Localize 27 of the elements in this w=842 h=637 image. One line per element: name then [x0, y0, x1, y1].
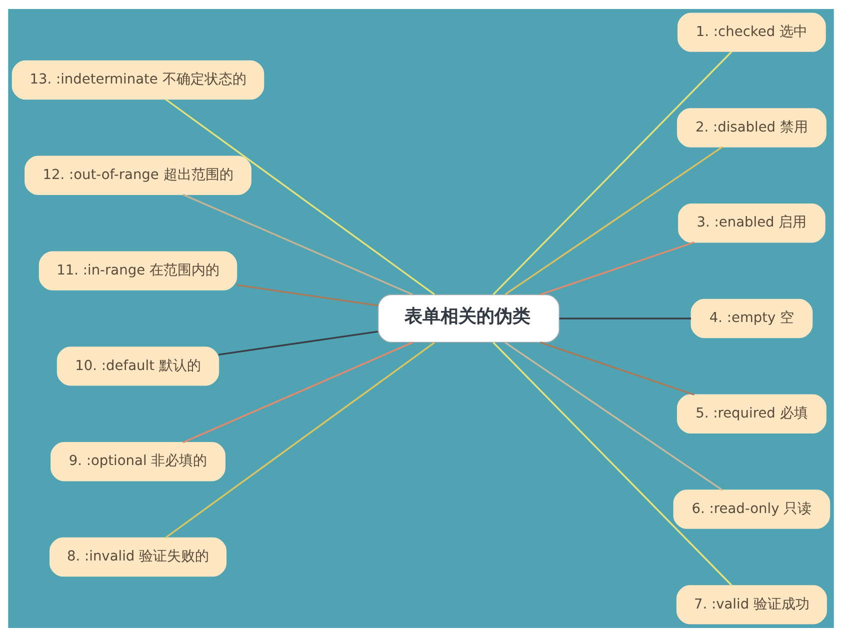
- node-box: 8. :invalid 验证失败的: [50, 537, 226, 577]
- node-box: 7. :valid 验证成功: [676, 585, 827, 624]
- connector: [540, 241, 694, 296]
- node-box: 5. :required 必填: [676, 394, 826, 434]
- connector: [164, 98, 435, 296]
- connector: [182, 342, 414, 444]
- connector: [559, 318, 692, 320]
- connector: [236, 284, 378, 306]
- node-box: 表单相关的伪类: [378, 294, 560, 343]
- connector: [492, 342, 732, 586]
- connector: [182, 194, 414, 296]
- node-box: 6. :read-only 只读: [673, 490, 830, 529]
- node-box: 10. :default 默认的: [56, 346, 220, 386]
- node-box: 12. :out-of-range 超出范围的: [24, 156, 252, 196]
- node-box: 1. :checked 选中: [678, 12, 826, 52]
- connector: [218, 330, 378, 356]
- node-box: 11. :in-range 在范围内的: [38, 251, 238, 290]
- node-box: 2. :disabled 禁用: [676, 108, 826, 148]
- connector: [164, 342, 435, 539]
- connector: [492, 51, 732, 296]
- node-box: 4. :empty 空: [690, 298, 813, 338]
- connector: [504, 342, 723, 491]
- connector: [540, 342, 694, 396]
- connector: [504, 146, 723, 296]
- node-box: 3. :enabled 启用: [678, 204, 826, 243]
- node-box: 9. :optional 非必填的: [50, 442, 226, 482]
- node-box: 13. :indeterminate 不确定状态的: [12, 60, 264, 100]
